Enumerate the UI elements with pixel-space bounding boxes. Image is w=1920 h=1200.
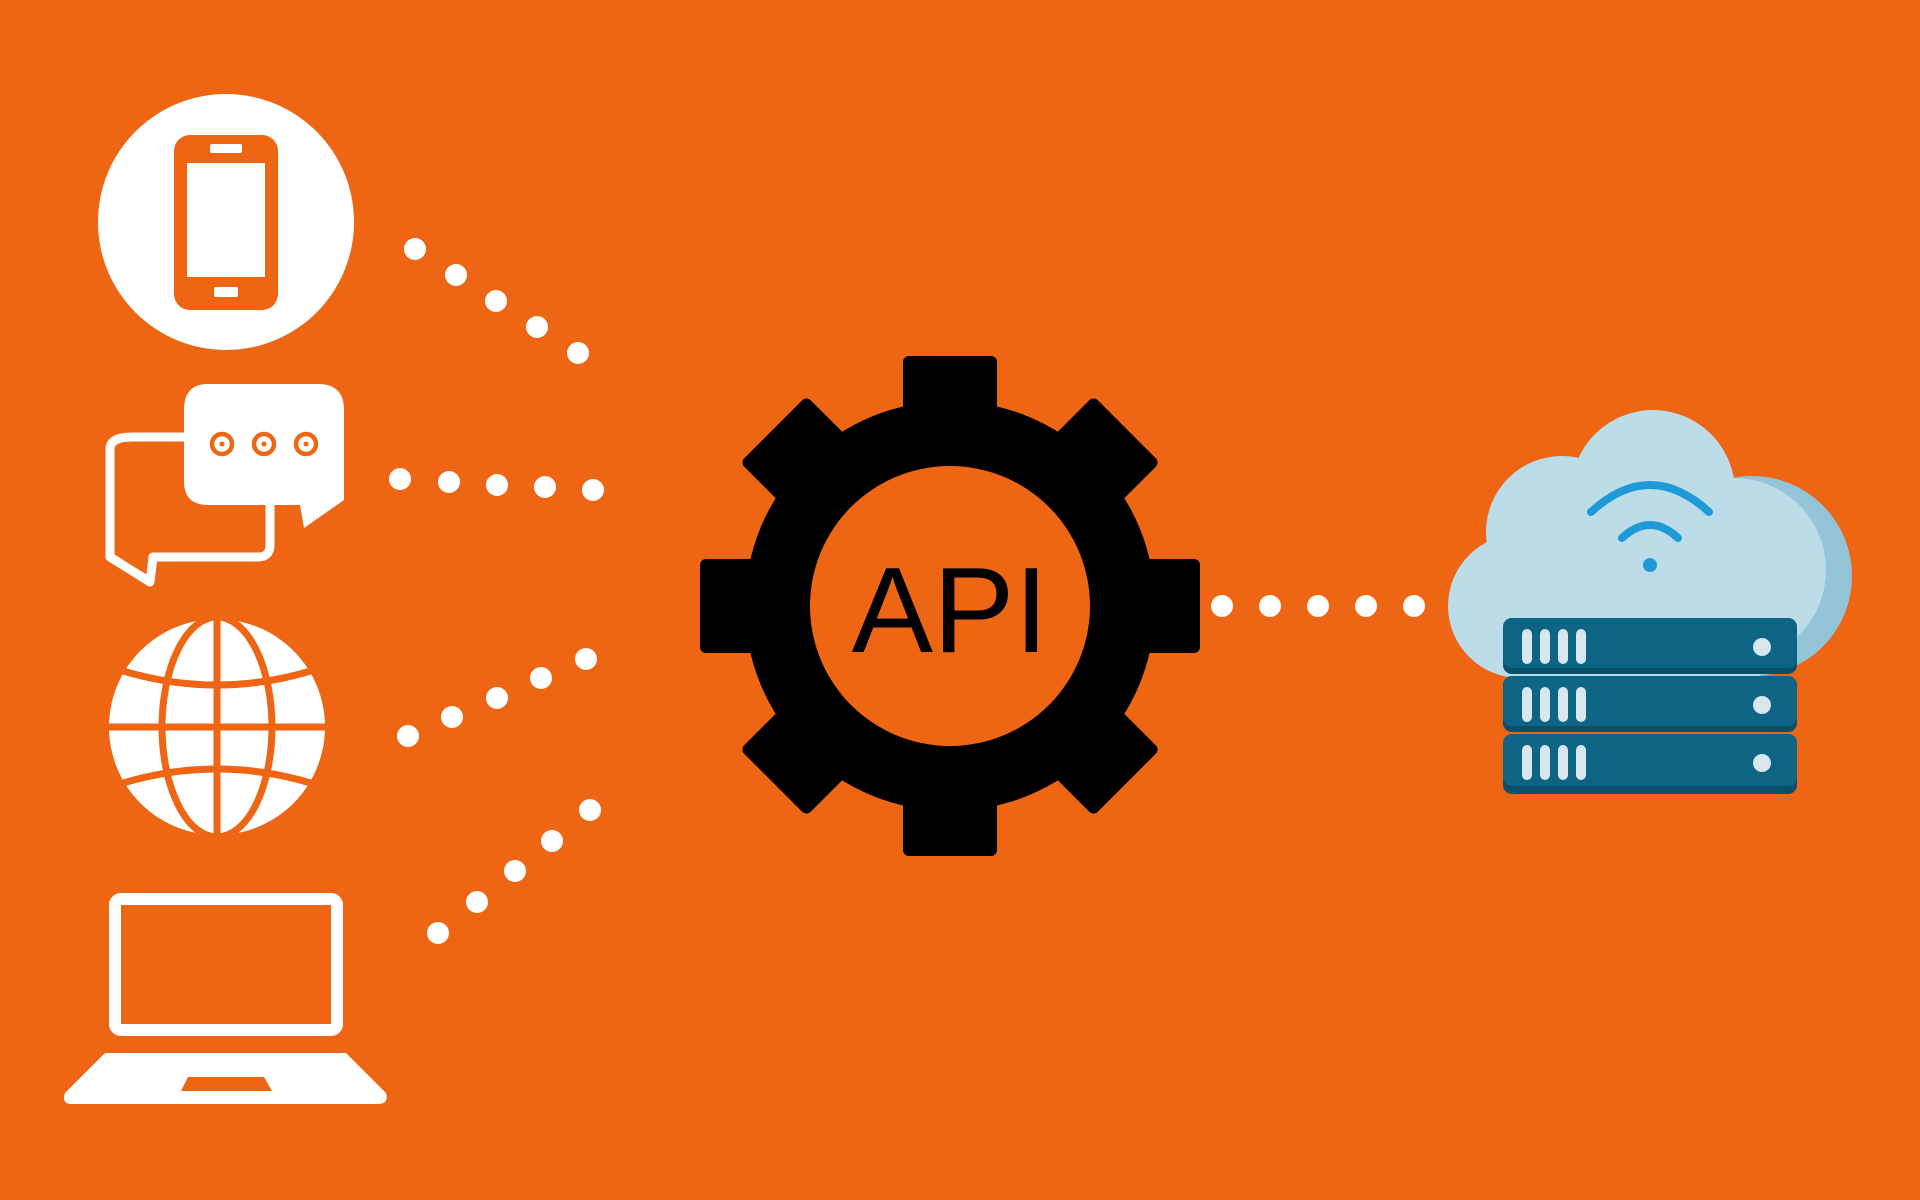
connector-globe bbox=[397, 648, 597, 747]
smartphone-icon bbox=[98, 94, 354, 350]
server-stack bbox=[1503, 618, 1797, 794]
chat-bubbles-icon bbox=[105, 384, 344, 587]
cloud-server-icon bbox=[1448, 410, 1852, 794]
globe-icon bbox=[105, 613, 329, 841]
gear-icon bbox=[700, 356, 1200, 856]
connector-server bbox=[1211, 595, 1425, 617]
wifi-icon bbox=[1587, 481, 1713, 542]
server-unit bbox=[1503, 618, 1797, 674]
connector-laptop bbox=[427, 799, 601, 944]
laptop-icon bbox=[63, 893, 387, 1104]
server-unit bbox=[1503, 734, 1797, 794]
server-unit bbox=[1503, 676, 1797, 732]
connector-chat bbox=[389, 468, 604, 501]
connector-phone bbox=[404, 238, 589, 364]
api-label: API bbox=[852, 542, 1049, 678]
